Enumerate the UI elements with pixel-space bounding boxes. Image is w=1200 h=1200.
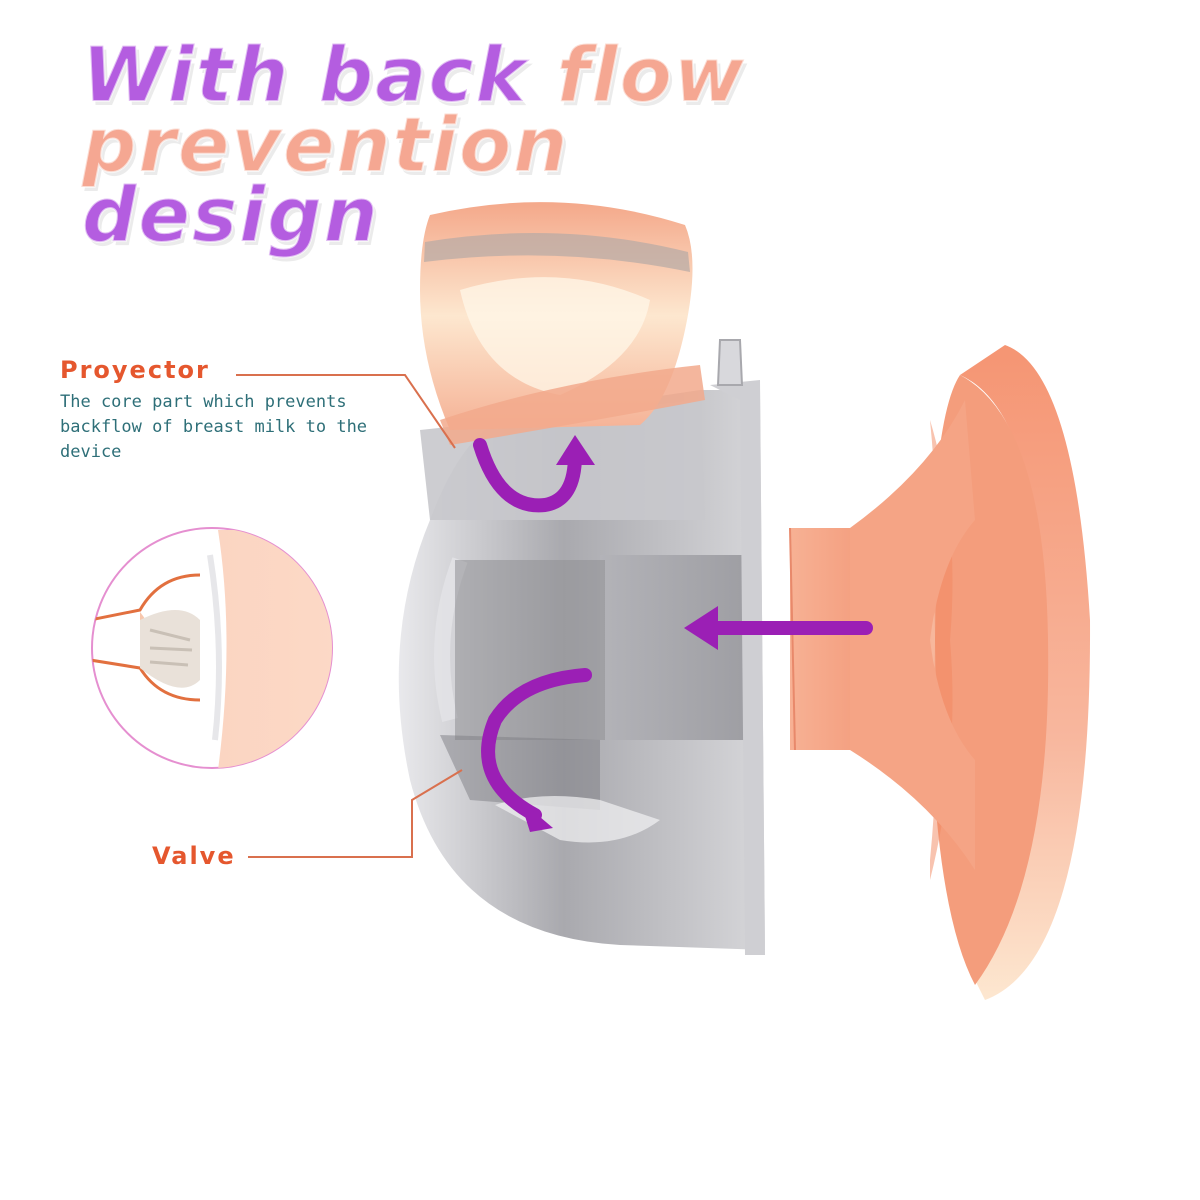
flange: [789, 345, 1091, 1000]
headline-part-design: design: [81, 170, 380, 259]
proyector-label: Proyector: [60, 356, 210, 384]
headline-part-with-back: With back: [81, 30, 529, 119]
headline-part-flow-prevention: flow prevention: [81, 30, 747, 189]
proyector-cap: [420, 202, 705, 445]
valve-label: Valve: [152, 842, 236, 870]
proyector-description: The core part which prevents backflow of…: [60, 392, 368, 462]
nipple-inset: [91, 527, 333, 769]
arrow-heads: [520, 435, 718, 832]
leader-lines: [236, 374, 463, 858]
headline: With back flow prevention design: [81, 36, 1122, 254]
flow-arrows: [473, 438, 873, 822]
